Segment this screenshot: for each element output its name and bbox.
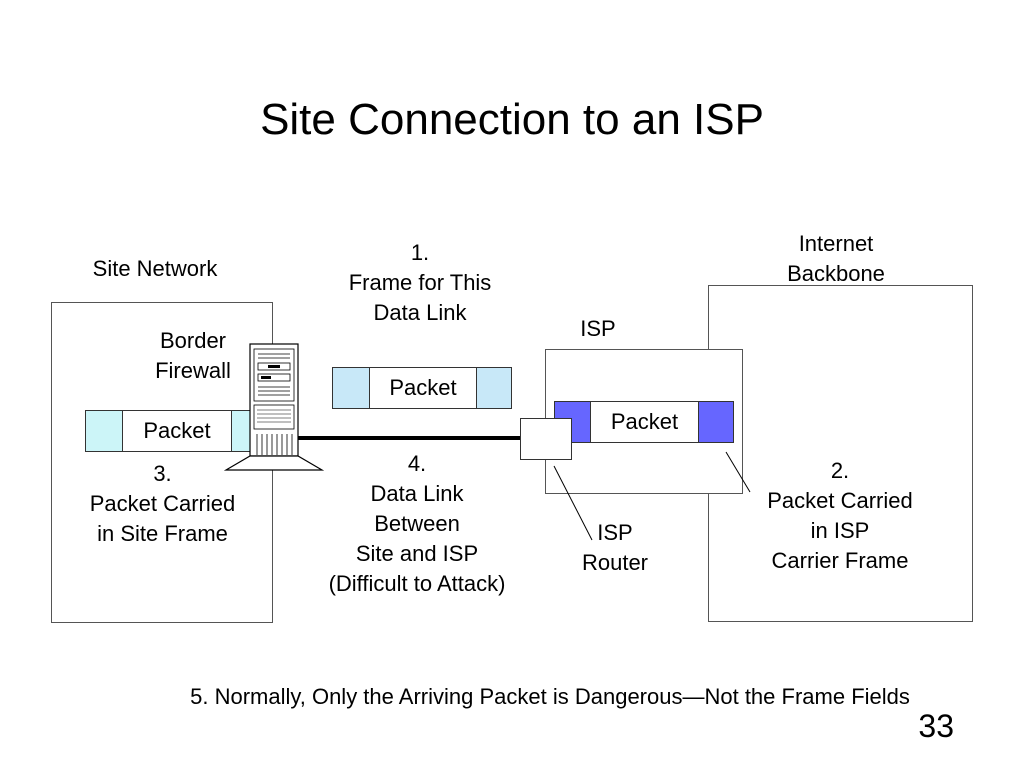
- site-frame-trailer: [232, 411, 254, 451]
- isp-frame-packet: Packet: [590, 402, 699, 442]
- link-frame: Packet: [332, 367, 512, 409]
- site-network-label: Site Network: [92, 256, 218, 281]
- slide-title: Site Connection to an ISP: [260, 95, 764, 144]
- step2-annotation: 2. Packet Carried in ISP Carrier Frame: [767, 458, 913, 573]
- internet-backbone-box: [708, 285, 973, 622]
- site-frame-header: [86, 411, 122, 451]
- link-frame-packet: Packet: [369, 368, 477, 408]
- page-number: 33: [918, 708, 954, 744]
- step1-annotation: 1. Frame for This Data Link: [348, 240, 492, 325]
- internet-backbone-label: Internet Backbone: [787, 231, 885, 286]
- isp-router-label: ISP Router: [581, 520, 649, 575]
- isp-frame-pointer-line: [725, 451, 751, 493]
- site-network-box: [51, 302, 273, 623]
- router-pointer-line: [553, 465, 593, 541]
- firewall-server-icon: [224, 343, 324, 471]
- isp-frame: Packet: [554, 401, 734, 443]
- isp-frame-trailer: [699, 402, 733, 442]
- step3-annotation: 3. Packet Carried in Site Frame: [89, 461, 236, 546]
- isp-router-box: [520, 418, 572, 460]
- border-firewall-label: Border Firewall: [155, 328, 231, 383]
- link-frame-trailer: [477, 368, 511, 408]
- link-frame-header: [333, 368, 369, 408]
- footer-note: 5. Normally, Only the Arriving Packet is…: [190, 684, 910, 709]
- site-frame-packet: Packet: [122, 411, 232, 451]
- step4-annotation: 4. Data Link Between Site and ISP (Diffi…: [328, 451, 506, 596]
- isp-label: ISP: [580, 316, 616, 341]
- site-frame: Packet: [85, 410, 255, 452]
